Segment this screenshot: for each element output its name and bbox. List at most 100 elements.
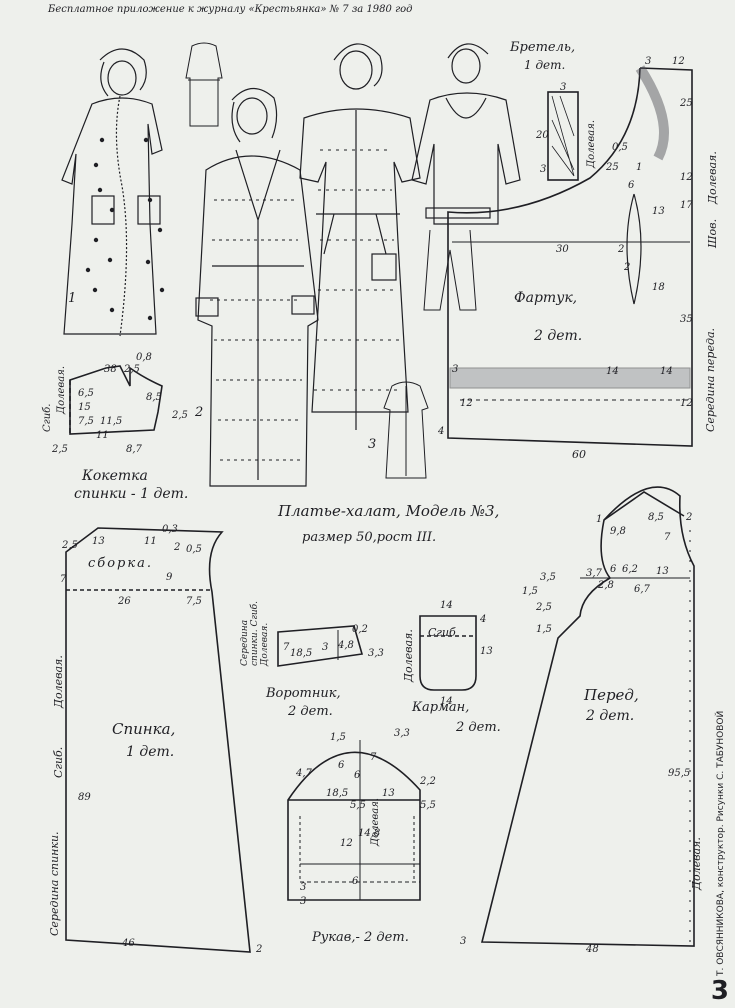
back-count: 1 дет. (126, 744, 175, 760)
yoke-measurement: 7,5 (78, 416, 94, 427)
front-measurement: 48 (585, 944, 599, 955)
back-measurement: 2 (255, 944, 262, 955)
sleeve-measurement: 12 (340, 838, 353, 849)
collar-measurement: 18,5 (290, 648, 312, 659)
front-measurement: 1 (596, 514, 602, 525)
apron-measurement: 2 (617, 244, 624, 255)
illustration-figure-2 (195, 87, 319, 487)
pocket-name: Карман, (412, 700, 470, 715)
back-name: Спинка, (112, 720, 176, 738)
yoke-measurement: 11,5 (100, 416, 122, 427)
back-measurement: 2 (173, 542, 180, 553)
page-number: 3 (710, 976, 729, 1006)
apron-measurement: 12 (672, 56, 685, 67)
apron-measurement: 0,5 (612, 142, 628, 153)
piece-strap (547, 91, 579, 181)
apron-measurement: 12 (460, 398, 473, 409)
yoke-count: спинки - 1 дет. (74, 486, 189, 502)
model-title: Платье-халат, Модель №3, (278, 502, 500, 520)
yoke-measurement: 8,5 (146, 392, 162, 403)
sleeve-measurement: 3 (300, 896, 306, 907)
front-measurement: 1,5 (536, 624, 552, 635)
apron-measurement: 1 (636, 162, 642, 173)
collar-count: 2 дет. (288, 704, 333, 719)
front-measurement: 95,5 (668, 768, 690, 779)
sleeve-measurement: 3,3 (394, 728, 410, 739)
back-measurement: 26 (117, 596, 131, 607)
apron-name: Фартук, (514, 290, 578, 306)
front-name: Перед, (584, 686, 639, 704)
front-measurement: 13 (656, 566, 669, 577)
yoke-measurement: 38 (104, 364, 117, 375)
apron-measurement: 3 (452, 364, 458, 375)
illustration-small-dress-3 (383, 381, 429, 479)
strap-name: Бретель, (510, 40, 576, 55)
model-size: размер 50,рост III. (302, 530, 437, 545)
pocket-measurement: 13 (480, 646, 493, 657)
yoke-measurement: 2,5 (123, 364, 140, 375)
sleeve-name: Рукав,- 2 дет. (312, 930, 409, 945)
yoke-measurement: 15 (78, 402, 91, 413)
sleeve-measurement: 14,8 (358, 828, 380, 839)
sleeve-measurement: 18,5 (326, 788, 348, 799)
front-measurement: 3,7 (586, 568, 603, 579)
piece-sleeve (287, 740, 421, 901)
piece-back (65, 527, 251, 953)
front-measurement: 6,7 (634, 584, 651, 595)
apron-measurement: 35 (680, 314, 693, 325)
front-measurement: 9,8 (610, 526, 626, 537)
illustration-figure-4 (411, 43, 521, 311)
pocket-measurement: 14 (440, 600, 453, 611)
yoke-measurement: 0,8 (136, 352, 152, 363)
apron-measurement: 13 (652, 206, 665, 217)
apron-measurement: 17 (680, 200, 693, 211)
apron-measurement: 14 (606, 366, 619, 377)
back-measurement: 0,5 (186, 544, 202, 555)
apron-count: 2 дет. (534, 328, 583, 344)
yoke-name: Кокетка (82, 468, 148, 484)
piece-collar (277, 625, 364, 667)
piece-apron (447, 65, 693, 447)
sleeve-measurement: 6 (354, 770, 361, 781)
piece-yoke (69, 365, 163, 435)
collar-measurement: 3,3 (368, 648, 384, 659)
front-measurement: 6,2 (622, 564, 638, 575)
front-measurement: 2,8 (597, 580, 614, 591)
strap-measurement: 20 (535, 130, 549, 141)
collar-measurement: 3 (322, 642, 328, 653)
apron-measurement: 14 (660, 366, 673, 377)
figure-number-3: 3 (368, 437, 376, 452)
apron-measurement: 12 (680, 398, 693, 409)
sleeve-measurement: 2,2 (419, 776, 436, 787)
pocket-count: 2 дет. (456, 720, 501, 735)
piece-front (480, 486, 695, 950)
front-measurement: 2 (685, 512, 692, 523)
strap-measurement: 3 (560, 82, 566, 93)
sleeve-measurement: 6 (352, 876, 359, 887)
yoke-measurement: 2,5 (171, 410, 188, 421)
yoke-measurement: 8,7 (126, 444, 143, 455)
front-measurement: 1,5 (522, 586, 538, 597)
back-measurement: 2,5 (61, 540, 78, 551)
back-measurement: 11 (144, 536, 157, 547)
illustration-figure-1 (61, 48, 165, 337)
back-measurement: 46 (121, 938, 135, 949)
back-measurement: 89 (78, 792, 91, 803)
collar-measurement: 4,8 (337, 640, 354, 651)
yoke-measurement: 6,5 (78, 388, 94, 399)
back-measurement: 13 (92, 536, 105, 547)
apron-measurement: 3 (645, 56, 651, 67)
front-measurement: 8,5 (648, 512, 664, 523)
front-measurement: 3,5 (540, 572, 556, 583)
illustration-figure-3 (299, 43, 421, 430)
sleeve-measurement: 5,5 (420, 800, 436, 811)
figure-number-1: 1 (68, 291, 76, 306)
back-measurement: 7 (60, 574, 67, 585)
collar-measurement: 7 (283, 642, 290, 653)
figure-number-2: 2 (194, 405, 203, 420)
illustration-small-dress-1 (185, 42, 223, 127)
pocket-measurement: 4 (479, 614, 486, 625)
back-gather: сборка. (88, 556, 154, 571)
